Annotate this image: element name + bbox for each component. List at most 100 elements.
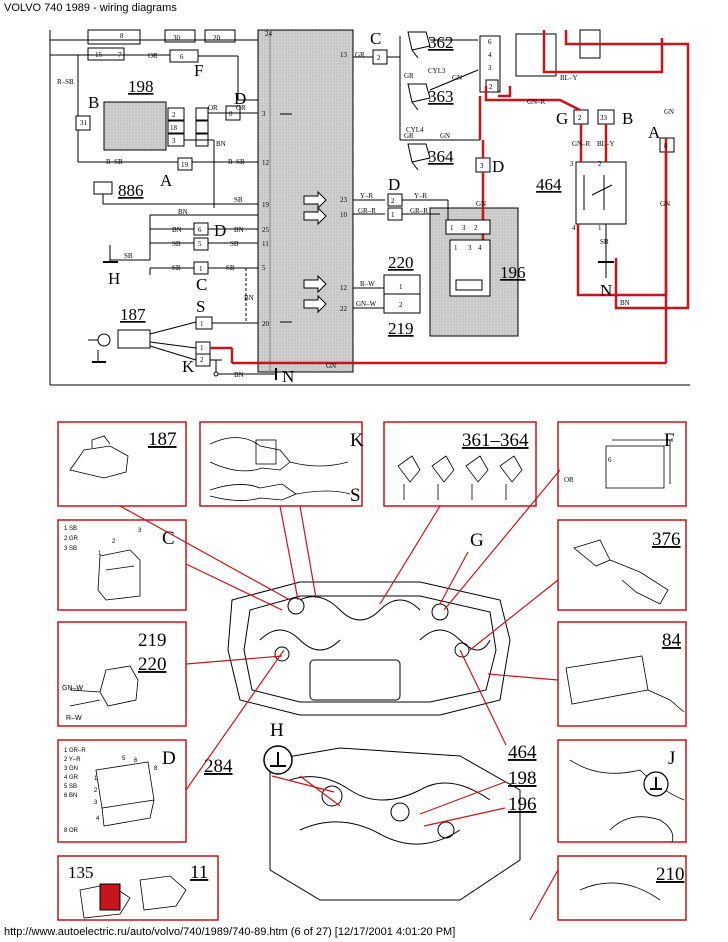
pin-12b: 12 [340, 284, 348, 292]
wire-or-3: OR [236, 104, 246, 112]
wire-y-r-2: Y–R [414, 192, 428, 200]
red-wires [478, 30, 690, 363]
connector-c-label: C [196, 275, 207, 294]
pin-6c: 6 [488, 38, 492, 46]
wire-r-w: R–W [360, 280, 375, 288]
wire-or-1: OR [148, 52, 158, 60]
pin-4: 4 [478, 244, 482, 252]
connector-a2-label: A [648, 123, 661, 142]
wire-gn-2: GN [452, 74, 462, 82]
panel-84 [557, 621, 687, 727]
panel-464-label: 464 [508, 742, 537, 763]
d-pin-8: 8 OR [64, 828, 79, 834]
component-220-label: 220 [388, 253, 414, 272]
pin-2i: 2 [598, 160, 602, 168]
panel-gn-w: GN–W [62, 685, 83, 692]
pin-3f: 3 [488, 64, 492, 72]
panel-376-label: 376 [652, 529, 681, 550]
connector-d-label: D [234, 89, 246, 108]
injector-362 [407, 31, 431, 59]
wire-gn-4: GN [476, 200, 486, 208]
pin-31: 31 [80, 119, 88, 127]
connector-d3-label: D [388, 175, 400, 194]
wire-sb-4: SB [124, 252, 133, 260]
pin-2d: 2 [391, 197, 395, 205]
panel-11-label: 11 [190, 862, 208, 883]
pin-1e: 1 [399, 283, 403, 291]
wire-sb-3: SB [230, 240, 239, 248]
pin-3b: 3 [262, 110, 266, 118]
pin-1c: 1 [200, 344, 204, 352]
pin-10: 10 [340, 211, 348, 219]
pin-8c: 8 [664, 142, 668, 150]
wire-bn-5: BN [244, 294, 254, 302]
panel-s-label: S [350, 485, 361, 506]
pin-7: 7 [118, 51, 122, 59]
pin-8b: 8 [229, 110, 233, 118]
panel-f [557, 421, 687, 507]
injector-363 [407, 83, 431, 111]
pin-33: 33 [600, 114, 608, 122]
page-title: VOLVO 740 1989 - wiring diagrams [4, 2, 177, 14]
d-pin-5: 5 SB [64, 784, 77, 790]
pin-20: 20 [213, 34, 221, 42]
panel-g-label: G [470, 530, 484, 551]
connector-c3-label: C [370, 29, 381, 48]
pin-22: 22 [340, 305, 348, 313]
wire-bn-4: BN [234, 226, 244, 234]
pin-3e: 3 [468, 244, 472, 252]
panel-r-w: R–W [66, 715, 82, 722]
connector-d2-label: D [214, 221, 226, 240]
pin-30: 30 [173, 34, 181, 42]
panel-361-364 [383, 421, 537, 507]
panel-84-label: 84 [662, 630, 682, 651]
c-num-1: 1 [98, 551, 102, 557]
wire-cyl4: CYL4 [406, 126, 424, 134]
d-num-3: 3 [94, 800, 98, 806]
detail-section [57, 421, 687, 921]
d-pin-3: 3 GN [64, 766, 78, 772]
component-198-label: 198 [128, 77, 154, 96]
pin-2c: 2 [377, 54, 381, 62]
wire-gr-r-2: GR–R [410, 207, 428, 215]
pin-3: 3 [172, 137, 176, 145]
d-pin-6: 6 BN [64, 793, 77, 799]
wire-bn-7: BN [620, 299, 630, 307]
wire-sb-2: SB [172, 240, 181, 248]
d-num-6: 6 [134, 758, 138, 764]
wire-bn-1: BN [216, 140, 226, 148]
d-num-1: 1 [94, 776, 98, 782]
wire-gr-1: GR [355, 51, 365, 59]
pin-2h: 2 [578, 114, 582, 122]
connector-f-label: F [194, 61, 203, 80]
wire-gr-2: GR [404, 72, 414, 80]
panel-284-label: 284 [204, 756, 233, 777]
pin-3d: 3 [462, 224, 466, 232]
component-364-label: 364 [428, 147, 454, 166]
connector-s-label: S [196, 297, 205, 316]
wire-bn-6: BN [234, 371, 244, 379]
pin-18: 18 [170, 124, 178, 132]
component-363-label: 363 [428, 87, 454, 106]
pin-5b: 5 [262, 264, 266, 272]
connector-n-label: N [282, 367, 294, 386]
panel-k-s [199, 421, 363, 507]
connector-a-label: A [160, 171, 173, 190]
d-num-5: 5 [122, 756, 126, 762]
wire-bl-y-1: BL–Y [560, 74, 578, 82]
component-196-label: 196 [500, 263, 526, 282]
connector-h-label: H [108, 269, 120, 288]
wire-or-2: OR [208, 104, 218, 112]
pin-2b: 2 [200, 356, 204, 364]
d-pin-2: 2 Y–R [64, 757, 81, 763]
component-886-label: 886 [118, 181, 144, 200]
pin-4c: 4 [572, 224, 576, 232]
pin-19b: 19 [262, 201, 270, 209]
wire-gn-1: GN [326, 362, 336, 370]
wire-bn-3: BN [172, 226, 182, 234]
switch-198-block [103, 101, 167, 151]
pin-2f: 2 [474, 224, 478, 232]
pin-4b: 4 [488, 51, 492, 59]
panel-h-label: H [270, 720, 284, 741]
panel-f-six: 6 [608, 456, 612, 464]
